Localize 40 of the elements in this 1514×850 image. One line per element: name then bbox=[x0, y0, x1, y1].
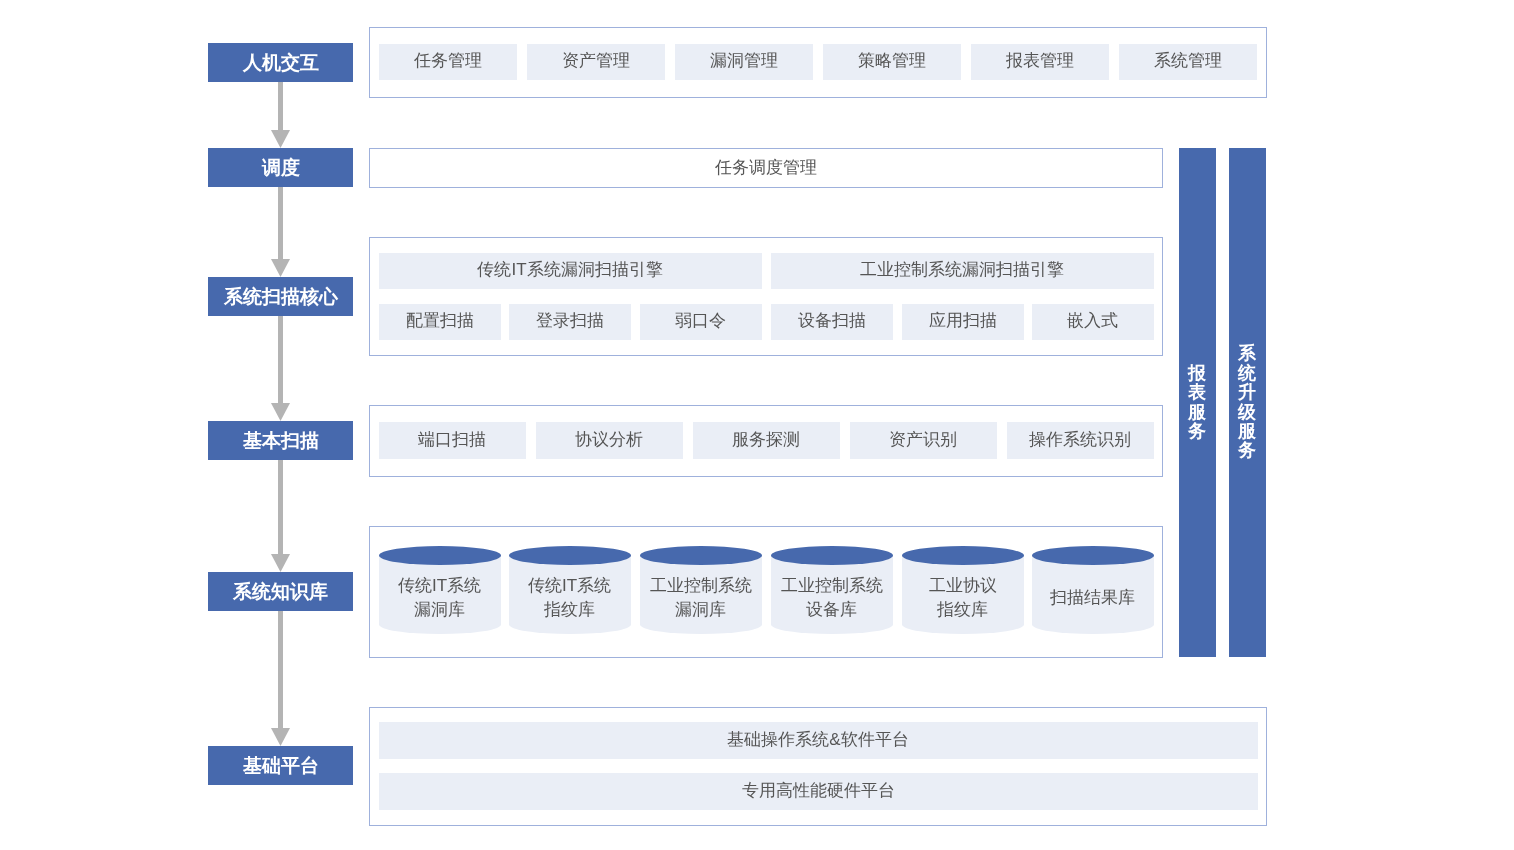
module-tile: 资产管理 bbox=[526, 43, 665, 80]
module-box: 任务调度管理 bbox=[369, 148, 1163, 188]
module-tile: 应用扫描 bbox=[901, 303, 1024, 340]
module-tile: 策略管理 bbox=[822, 43, 961, 80]
layer-frame bbox=[369, 27, 1267, 98]
module-tile: 协议分析 bbox=[535, 421, 683, 459]
module-tile: 漏洞管理 bbox=[674, 43, 813, 80]
module-tile: 资产识别 bbox=[849, 421, 997, 459]
layer-tab: 系统扫描核心 bbox=[208, 277, 353, 316]
layer-tab: 系统知识库 bbox=[208, 572, 353, 611]
module-tile: 专用高性能硬件平台 bbox=[378, 772, 1258, 810]
module-tile: 端口扫描 bbox=[378, 421, 526, 459]
module-tile: 传统IT系统漏洞扫描引擎 bbox=[378, 252, 762, 289]
layer-frame bbox=[369, 526, 1163, 658]
arrow bbox=[271, 316, 290, 421]
module-tile: 报表管理 bbox=[970, 43, 1109, 80]
module-tile: 登录扫描 bbox=[508, 303, 631, 340]
module-tile: 服务探测 bbox=[692, 421, 840, 459]
service-bar: 系统升级服务 bbox=[1229, 148, 1266, 657]
service-bar: 报表服务 bbox=[1179, 148, 1216, 657]
module-tile: 配置扫描 bbox=[378, 303, 501, 340]
layer-tab: 调度 bbox=[208, 148, 353, 187]
module-tile: 弱口令 bbox=[639, 303, 762, 340]
layer-tab: 基本扫描 bbox=[208, 421, 353, 460]
arrow bbox=[271, 187, 290, 277]
layer-frame bbox=[369, 405, 1163, 477]
layer-frame bbox=[369, 707, 1267, 826]
module-tile: 设备扫描 bbox=[770, 303, 893, 340]
module-tile: 嵌入式 bbox=[1031, 303, 1154, 340]
layer-tab: 人机交互 bbox=[208, 43, 353, 82]
layer-frame bbox=[369, 237, 1163, 356]
module-tile: 基础操作系统&软件平台 bbox=[378, 721, 1258, 759]
module-tile: 系统管理 bbox=[1118, 43, 1257, 80]
layer-tab: 基础平台 bbox=[208, 746, 353, 785]
module-tile: 操作系统识别 bbox=[1006, 421, 1154, 459]
arrow bbox=[271, 460, 290, 572]
arrow bbox=[271, 82, 290, 148]
module-tile: 任务管理 bbox=[378, 43, 517, 80]
module-tile: 工业控制系统漏洞扫描引擎 bbox=[770, 252, 1154, 289]
arrow bbox=[271, 611, 290, 746]
